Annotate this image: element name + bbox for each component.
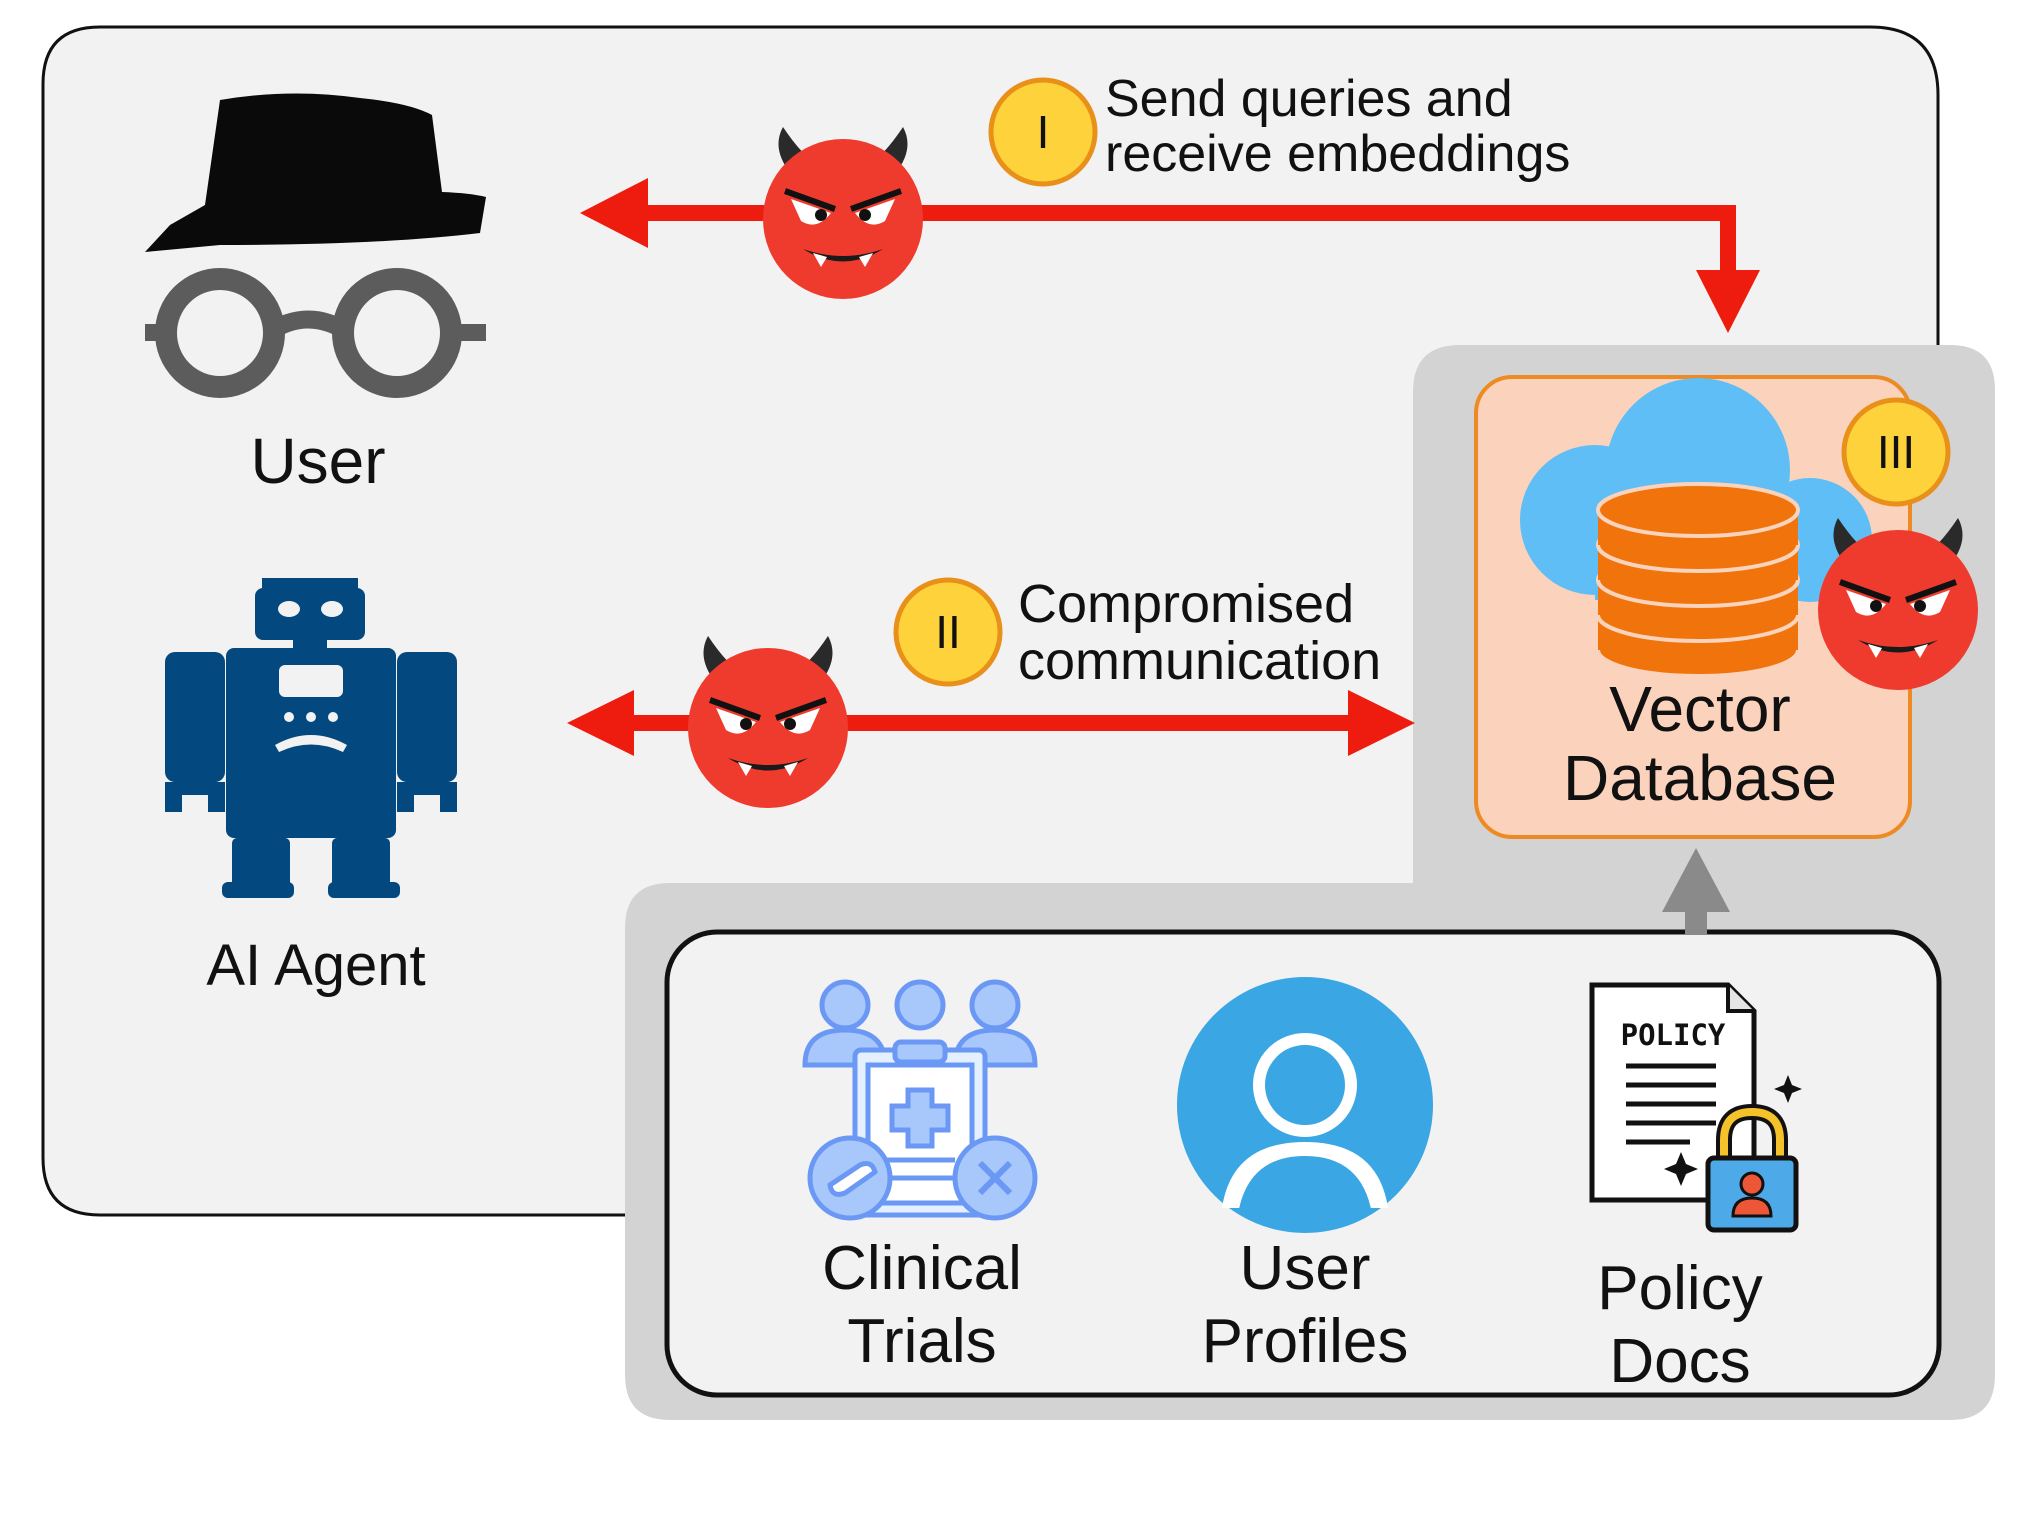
policy-docs-line1: Policy <box>1597 1254 1763 1323</box>
cloud-database-icon <box>1520 378 1872 678</box>
user-profile-icon <box>1177 977 1433 1233</box>
threat-2-line2: communication <box>1018 631 1382 692</box>
threat-badge-1 <box>988 77 1098 187</box>
user-profiles-label: User Profiles <box>1202 1232 1409 1378</box>
policy-document-icon <box>1589 982 1802 1233</box>
threat-badge-2-label: II <box>935 606 961 658</box>
vector-db-label: Vector Database <box>1563 673 1837 815</box>
vector-db-line2: Database <box>1563 742 1837 815</box>
incognito-user-icon <box>145 93 486 398</box>
devil-icon-top <box>763 127 923 299</box>
clinical-trials-line1: Clinical <box>822 1234 1022 1303</box>
user-label: User <box>250 425 386 497</box>
arrow-user-to-db <box>580 178 1760 333</box>
policy-docs-line2: Docs <box>1609 1327 1751 1397</box>
vector-db-line1: Vector <box>1609 673 1791 745</box>
devil-icon-middle <box>688 636 848 808</box>
threat-badge-2 <box>893 577 1003 687</box>
policy-doc-heading: POLICY <box>1621 1018 1726 1052</box>
agent-label: AI Agent <box>206 933 426 998</box>
threat-2-line1: Compromised <box>1018 574 1355 634</box>
ingest-arrow <box>1662 848 1730 935</box>
threat-1-description: Send queries and receive embeddings <box>1105 70 1571 184</box>
threat-badge-3-label: III <box>1876 426 1916 478</box>
clinical-trials-label: Clinical Trials <box>822 1232 1022 1378</box>
devil-icon-db <box>1818 518 1978 690</box>
threat-1-line2: receive embeddings <box>1105 125 1571 184</box>
policy-docs-label: Policy Docs <box>1597 1252 1762 1398</box>
user-profiles-line2: Profiles <box>1201 1307 1409 1377</box>
threat-badge-1-label: I <box>1036 106 1050 158</box>
clinical-trials-icon <box>802 979 1038 1221</box>
threat-2-description: Compromised communication <box>1018 574 1382 692</box>
threat-badge-3 <box>1841 397 1951 507</box>
user-profiles-line1: User <box>1239 1234 1371 1303</box>
robot-face <box>275 601 347 752</box>
clinical-trials-line2: Trials <box>847 1307 997 1377</box>
threat-1-line1: Send queries and <box>1105 70 1513 128</box>
